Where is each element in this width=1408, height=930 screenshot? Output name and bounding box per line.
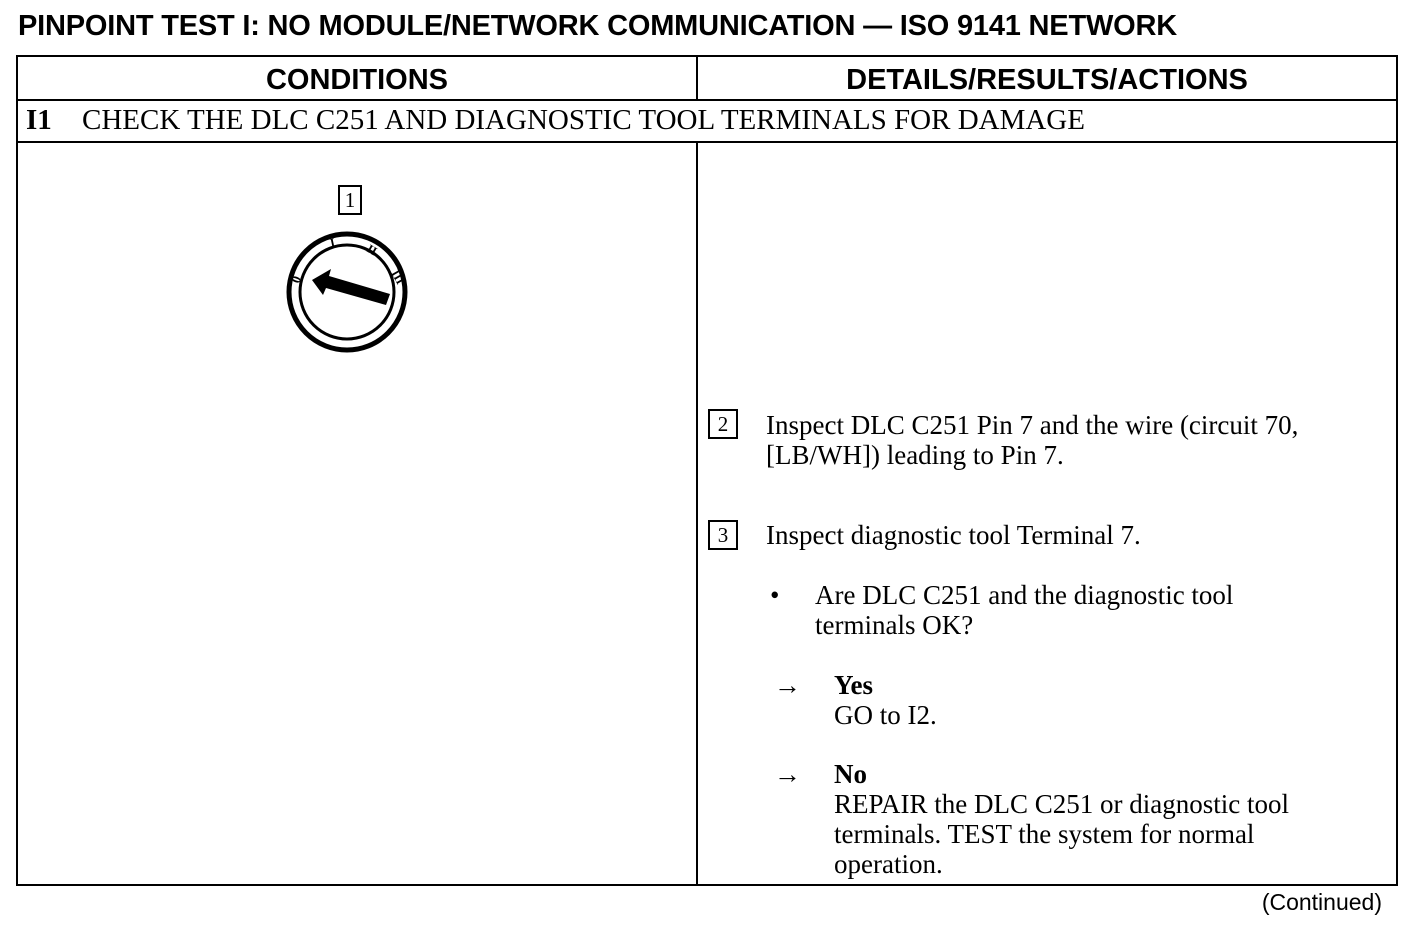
action-2-line-2: [LB/WH]) leading to Pin 7. [766,440,1064,470]
decision-question-line-1: Are DLC C251 and the diagnostic tool [815,580,1234,610]
yes-branch: Yes GO to I2. [834,670,937,730]
dial-label-0: 0 [288,274,304,285]
column-header-details: DETAILS/RESULTS/ACTIONS [846,64,1248,96]
no-action-line-2: terminals. TEST the system for normal [834,819,1255,849]
decision-question: Are DLC C251 and the diagnostic tool ter… [815,580,1233,640]
no-label: No [834,759,867,789]
header-column-divider [696,57,698,99]
step-id: I1 [26,104,52,136]
column-header-conditions: CONDITIONS [265,64,449,96]
no-branch: No REPAIR the DLC C251 or diagnostic too… [834,759,1289,879]
yes-label: Yes [834,670,873,700]
action-number-2: 2 [708,409,738,439]
body-column-divider [696,143,698,884]
step-heading: I1 CHECK THE DLC C251 AND DIAGNOSTIC TOOL… [26,104,1085,137]
no-action-line-3: operation. [834,849,943,879]
dial-label-3: III [388,268,407,287]
step-heading-divider [18,141,1396,143]
decision-question-line-2: terminals OK? [815,610,974,640]
action-3-text: Inspect diagnostic tool Terminal 7. [766,520,1141,550]
action-2-text: Inspect DLC C251 Pin 7 and the wire (cir… [766,410,1298,470]
action-number-3: 3 [708,520,738,550]
no-action-line-1: REPAIR the DLC C251 or diagnostic tool [834,789,1290,819]
header-divider [18,99,1396,101]
page-title: PINPOINT TEST I: NO MODULE/NETWORK COMMU… [18,10,1177,42]
arrow-right-icon: → [774,759,801,789]
continued-note: (Continued) [1261,889,1382,915]
ignition-switch-icon: 0 I II III [286,231,408,353]
dial-label-1: I [329,235,337,250]
yes-action: GO to I2. [834,700,937,730]
bullet-icon: • [770,580,780,610]
figure-callout-1: 1 [338,185,362,215]
arrow-right-icon: → [774,670,801,700]
step-heading-text: CHECK THE DLC C251 AND DIAGNOSTIC TOOL T… [82,104,1085,136]
action-2-line-1: Inspect DLC C251 Pin 7 and the wire (cir… [766,410,1299,440]
